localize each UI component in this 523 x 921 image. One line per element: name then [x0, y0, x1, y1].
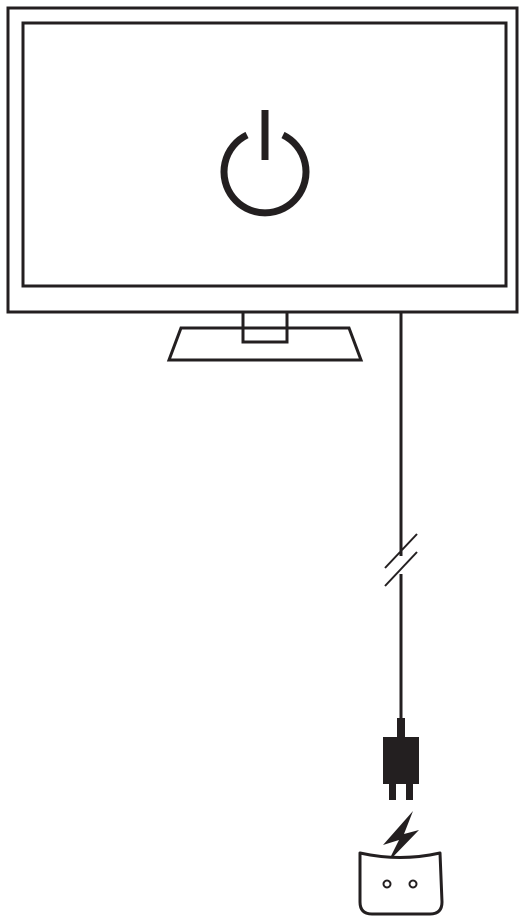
tv-outer-frame — [6, 6, 519, 314]
plug-prong-left — [389, 784, 396, 800]
power-icon — [220, 110, 310, 217]
plug-prong-right — [406, 784, 413, 800]
outlet-hole-left — [382, 879, 392, 889]
tv-screen — [21, 21, 508, 288]
outlet-hole-right — [408, 879, 418, 889]
wall-outlet-icon — [358, 851, 444, 916]
plug-body — [383, 737, 419, 784]
plug-icon — [383, 737, 419, 800]
cable-break-icon — [384, 533, 418, 587]
tv-stand-base — [166, 326, 364, 362]
cable-sleeve — [397, 718, 405, 738]
outlet-body — [358, 851, 444, 916]
tv-stand — [166, 312, 364, 362]
lightning-bolt-icon — [383, 811, 419, 862]
television — [6, 6, 519, 362]
power-cable — [384, 312, 418, 738]
